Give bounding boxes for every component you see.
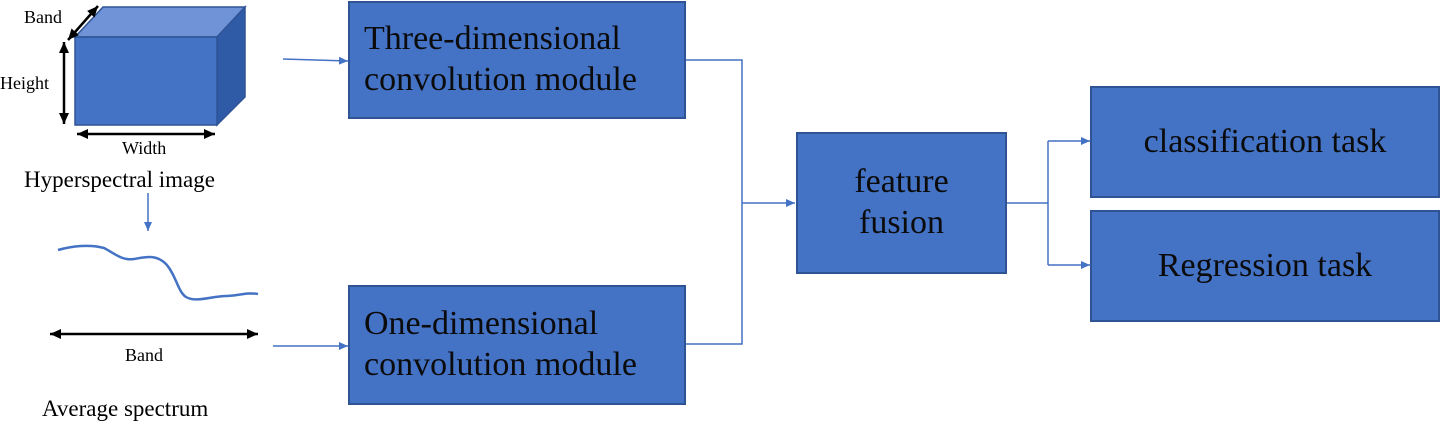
fusion-line2: fusion — [859, 204, 944, 241]
regression-task-box: Regression task — [1090, 210, 1440, 322]
cube-width-label: Width — [122, 138, 167, 158]
cube-height-label: Height — [0, 73, 49, 93]
three-d-line1: Three-dimensional — [364, 20, 621, 58]
feature-fusion-box: feature fusion — [796, 132, 1007, 274]
cube-band-label: Band — [24, 7, 62, 27]
one-d-line1: One-dimensional — [364, 305, 599, 343]
classification-task-label: classification task — [1143, 122, 1387, 160]
three-d-line2: convolution module — [364, 61, 637, 98]
hyperspectral-cube-icon — [73, 5, 247, 127]
spectrum-caption: Average spectrum — [42, 396, 209, 421]
three-dimensional-conv-module: Three-dimensional convolution module — [348, 1, 686, 119]
modules-merge-connector — [686, 59, 743, 345]
spectrum-axis-label: Band — [125, 345, 163, 365]
spectrum-curve — [57, 244, 259, 301]
one-d-line2: convolution module — [364, 346, 637, 383]
fusion-line1: feature — [854, 163, 949, 201]
hyperspectral-caption: Hyperspectral image — [24, 167, 215, 192]
one-dimensional-conv-module: One-dimensional convolution module — [348, 285, 686, 405]
regression-task-label: Regression task — [1157, 246, 1373, 284]
image-to-3d-arrow — [282, 56, 349, 65]
band-dimension-arrow — [67, 5, 99, 41]
classification-task-box: classification task — [1090, 86, 1440, 198]
